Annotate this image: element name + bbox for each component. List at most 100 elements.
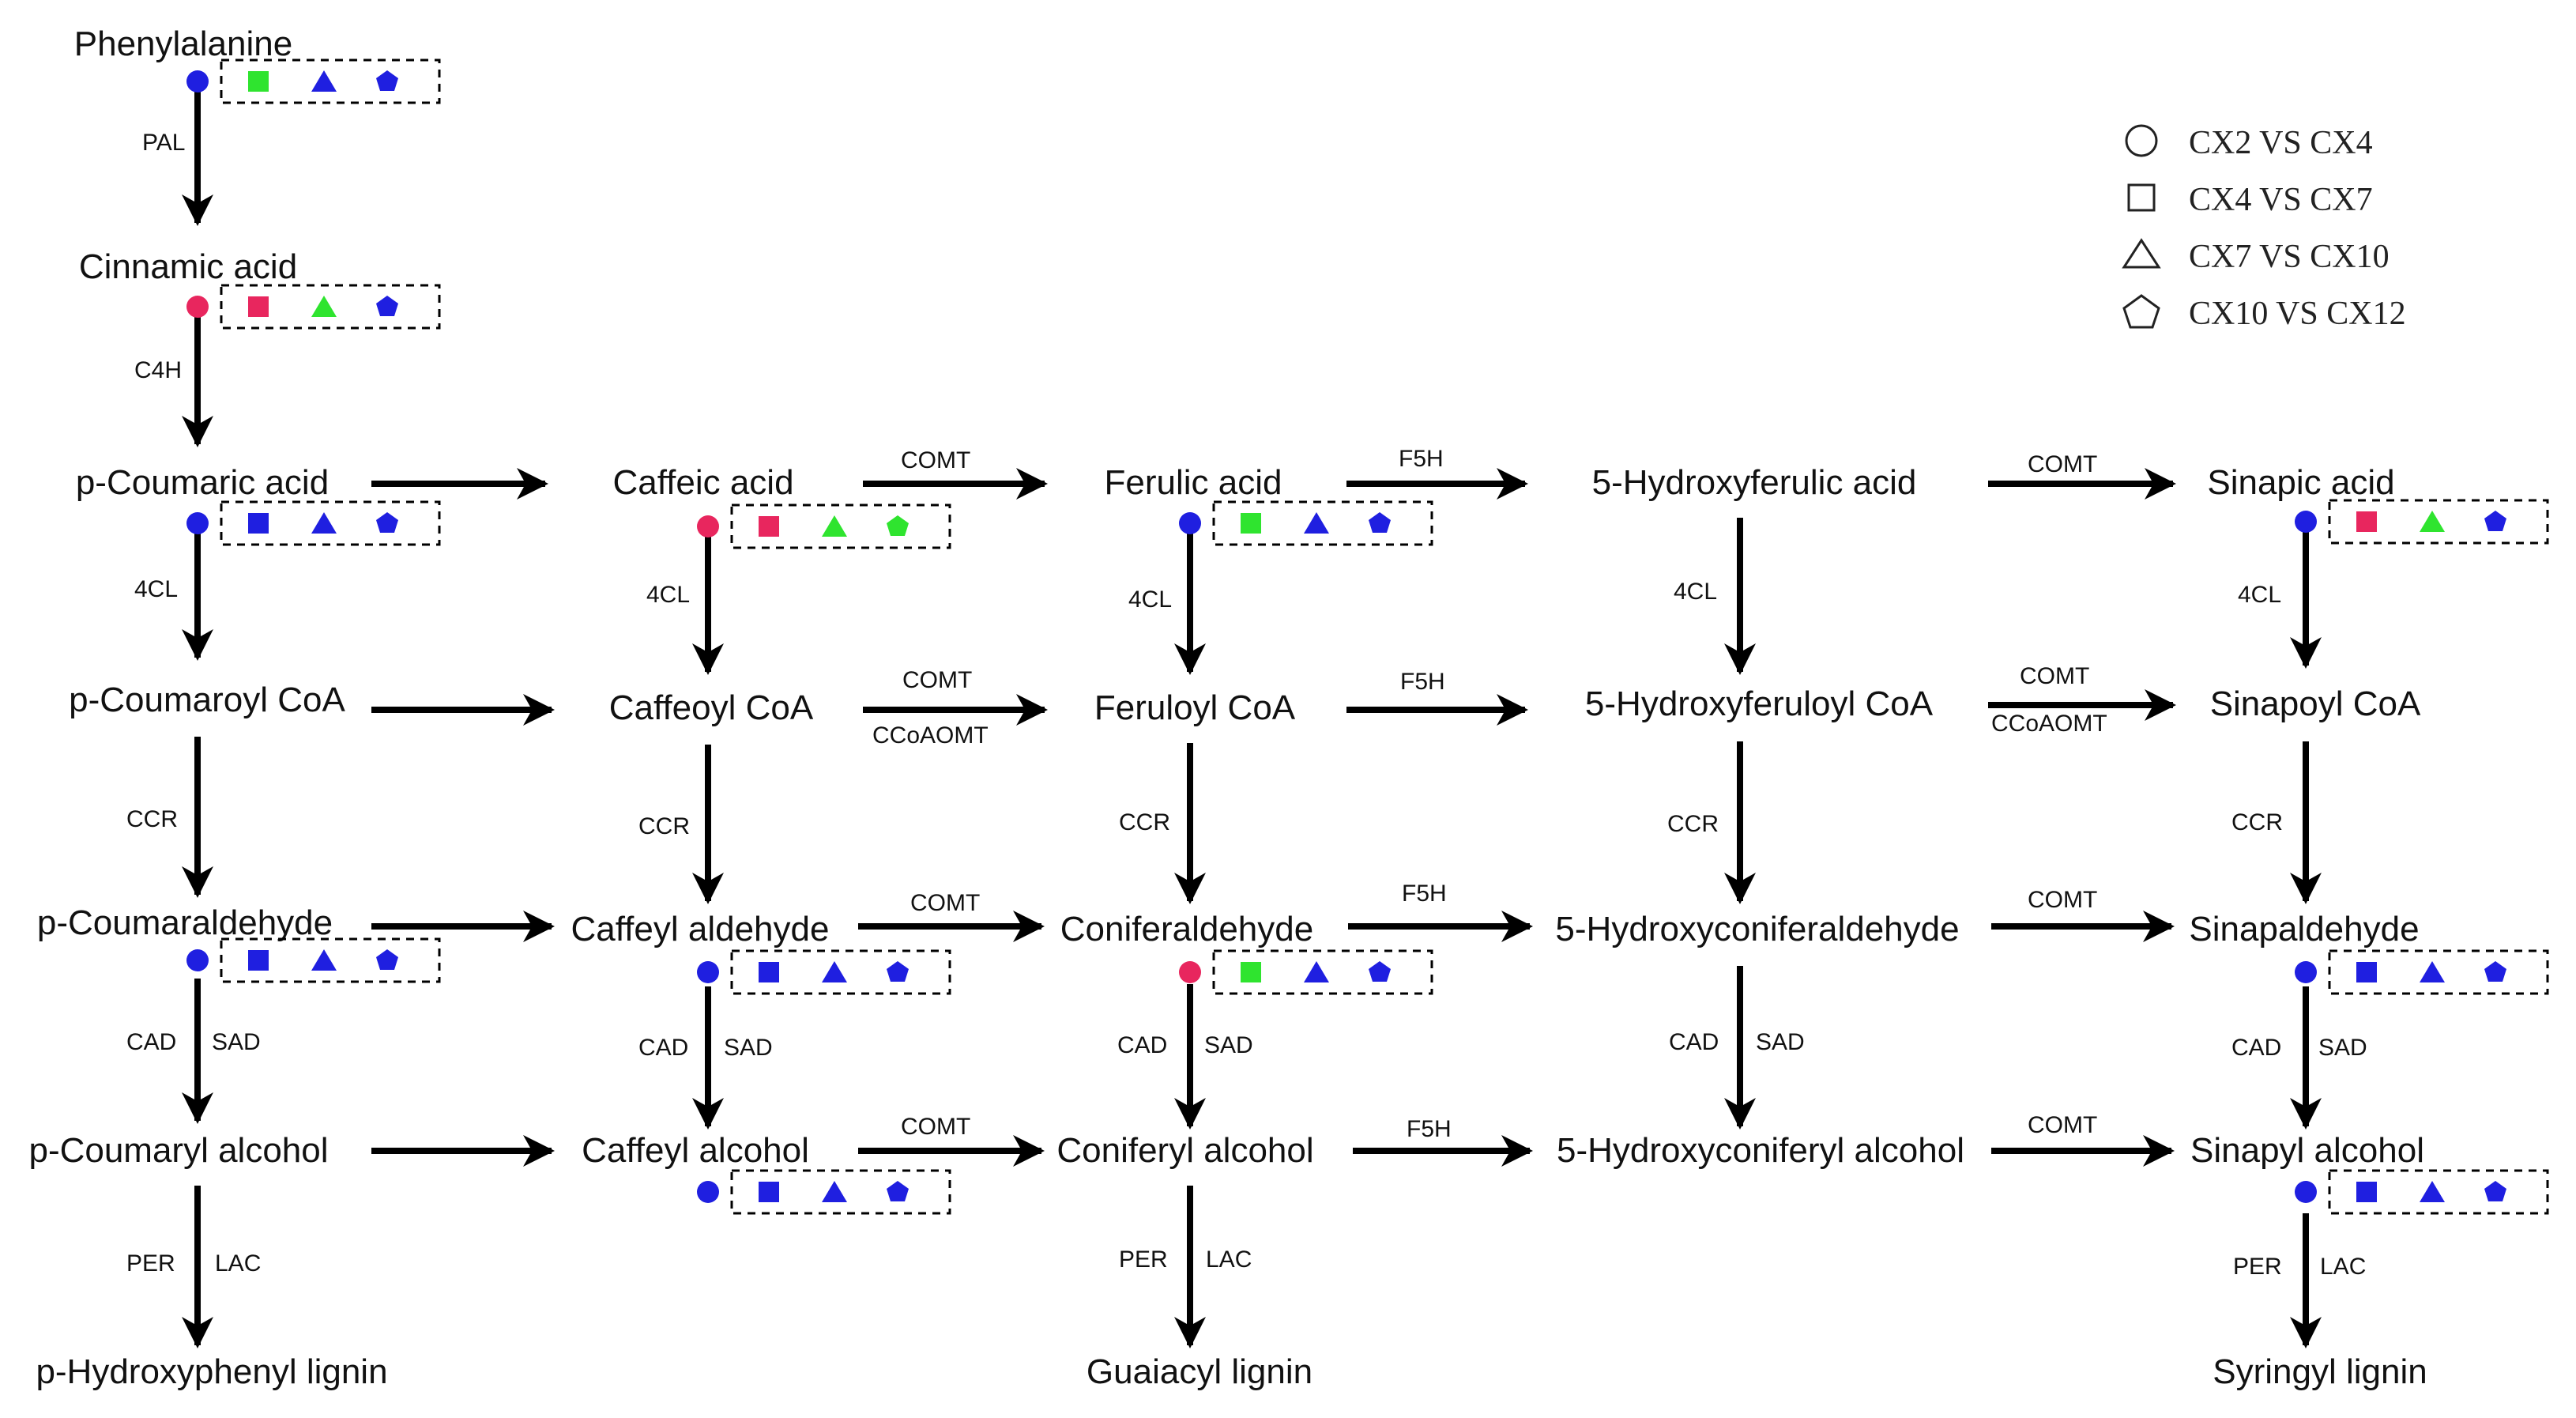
marker-square-coniferaldehyde: [1241, 962, 1261, 982]
enzyme-comt-coa-4: COMT: [2020, 663, 2089, 689]
marker-triangle-phenylalanine: [311, 70, 337, 92]
node-caffeic-acid: Caffeic acid: [612, 463, 793, 502]
marker-circle-caffeic-acid: [697, 515, 719, 537]
enzyme-cad-col3: CAD: [1117, 1032, 1167, 1058]
node-5-hydroxyferulic-acid: 5-Hydroxyferulic acid: [1592, 463, 1917, 502]
node-feruloyl-coa: Feruloyl CoA: [1094, 688, 1296, 727]
marker-circle-phenylalanine: [186, 70, 209, 92]
marker-pentagon-sinapyl-alcohol: [2484, 1181, 2506, 1201]
node-sinapyl-alcohol: Sinapyl alcohol: [2190, 1131, 2424, 1170]
enzyme-comt-acid-4: COMT: [2028, 451, 2097, 477]
marker-circle-caffeyl-aldehyde: [697, 961, 719, 983]
legend-circle-icon: [2125, 124, 2158, 157]
marker-group-caffeyl-aldehyde: [697, 949, 951, 995]
marker-box-p-coumaric-acid: [220, 500, 441, 546]
node-sinapoyl-coa: Sinapoyl CoA: [2210, 684, 2421, 723]
enzyme-ccr-col4: CCR: [1667, 811, 1719, 837]
node-coniferyl-alcohol: Coniferyl alcohol: [1056, 1131, 1313, 1170]
legend-square-icon: [2127, 183, 2156, 212]
legend-label-4: CX10 VS CX12: [2189, 296, 2406, 332]
marker-triangle-caffeyl-aldehyde: [822, 961, 847, 982]
marker-square-sinapyl-alcohol: [2356, 1182, 2377, 1202]
enzyme-f5h-acid-3: F5H: [1399, 446, 1444, 472]
marker-square-sinapaldehyde: [2356, 962, 2377, 982]
node-5-hydroxyferuloyl-coa: 5-Hydroxyferuloyl CoA: [1585, 684, 1934, 723]
marker-box-caffeyl-aldehyde: [730, 949, 951, 995]
marker-triangle-sinapaldehyde: [2420, 961, 2445, 982]
marker-triangle-coniferaldehyde: [1304, 961, 1329, 982]
marker-pentagon-p-coumaraldehyde: [376, 949, 398, 970]
marker-circle-p-coumaric-acid: [186, 512, 209, 534]
node-p-coumaraldehyde: p-Coumaraldehyde: [37, 903, 333, 942]
marker-triangle-caffeic-acid: [822, 515, 847, 537]
node-guaiacyl-lignin: Guaiacyl lignin: [1087, 1352, 1312, 1391]
marker-circle-p-coumaraldehyde: [186, 949, 209, 971]
legend-label-2: CX4 VS CX7: [2189, 182, 2373, 218]
marker-group-caffeic-acid: [697, 503, 951, 549]
enzyme-sad-col4: SAD: [1756, 1029, 1805, 1055]
marker-group-phenylalanine: [186, 58, 441, 104]
node-5-hydroxyconiferaldehyde: 5-Hydroxyconiferaldehyde: [1555, 910, 1959, 948]
node-ferulic-acid: Ferulic acid: [1105, 463, 1282, 502]
marker-group-sinapaldehyde: [2295, 949, 2549, 995]
marker-triangle-sinapic-acid: [2420, 511, 2445, 532]
enzyme-cad-col2: CAD: [638, 1035, 688, 1061]
node-sinapic-acid: Sinapic acid: [2207, 463, 2394, 502]
compound-labels: Phenylalanine Cinnamic acid p-Coumaric a…: [28, 25, 2427, 1391]
enzyme-per-col3: PER: [1119, 1246, 1168, 1273]
marker-box-caffeic-acid: [730, 503, 951, 549]
enzyme-ccoaomt-coa-2: CCoAOMT: [872, 722, 989, 749]
enzyme-sad-col5: SAD: [2318, 1035, 2367, 1061]
enzyme-per-col1: PER: [126, 1250, 175, 1277]
marker-circle-sinapic-acid: [2295, 511, 2317, 533]
marker-box-sinapaldehyde: [2328, 949, 2549, 995]
node-cinnamic-acid: Cinnamic acid: [79, 247, 297, 286]
marker-group-caffeyl-alcohol: [697, 1169, 951, 1215]
legend-triangle-icon: [2122, 238, 2161, 269]
marker-pentagon-caffeyl-alcohol: [887, 1181, 909, 1201]
marker-box-caffeyl-alcohol: [730, 1169, 951, 1215]
node-phenylalanine: Phenylalanine: [74, 25, 292, 63]
marker-square-ferulic-acid: [1241, 513, 1261, 534]
node-caffeoyl-coa: Caffeoyl CoA: [609, 688, 814, 727]
marker-group-p-coumaric-acid: [186, 500, 441, 546]
marker-triangle-p-coumaric-acid: [311, 512, 337, 534]
marker-triangle-p-coumaraldehyde: [311, 949, 337, 971]
node-sinapaldehyde: Sinapaldehyde: [2189, 910, 2419, 948]
marker-box-p-coumaraldehyde: [220, 937, 441, 983]
node-p-coumaric-acid: p-Coumaric acid: [76, 463, 329, 502]
horizontal-arrows: [371, 468, 2176, 1167]
enzyme-ccoaomt-coa-4: CCoAOMT: [1991, 711, 2107, 737]
marker-box-cinnamic-acid: [220, 284, 441, 330]
enzyme-comt-acid-2: COMT: [901, 447, 970, 473]
enzyme-f5h-ald-3: F5H: [1402, 881, 1447, 907]
marker-triangle-cinnamic-acid: [311, 296, 337, 317]
enzyme-4cl-col5: 4CL: [2238, 582, 2281, 608]
marker-pentagon-p-coumaric-acid: [376, 512, 398, 533]
marker-pentagon-cinnamic-acid: [376, 296, 398, 316]
marker-triangle-caffeyl-alcohol: [822, 1181, 847, 1202]
enzyme-4cl-col4: 4CL: [1674, 579, 1717, 605]
enzyme-comt-alc-4: COMT: [2028, 1112, 2097, 1138]
enzyme-per-col5: PER: [2233, 1254, 2282, 1280]
marker-circle-caffeyl-alcohol: [697, 1181, 719, 1203]
marker-pentagon-coniferaldehyde: [1369, 961, 1391, 982]
enzyme-4cl-col3: 4CL: [1128, 586, 1172, 613]
enzyme-4cl-col2: 4CL: [646, 582, 690, 608]
enzyme-comt-coa-2: COMT: [902, 667, 972, 693]
marker-triangle-sinapyl-alcohol: [2420, 1181, 2445, 1202]
enzyme-cad-col5: CAD: [2231, 1035, 2281, 1061]
marker-pentagon-sinapaldehyde: [2484, 961, 2506, 982]
marker-square-caffeyl-alcohol: [759, 1182, 779, 1202]
enzyme-labels: PAL C4H 4CL 4CL 4CL 4CL 4CL CCR CCR CCR …: [126, 130, 2367, 1280]
marker-box-phenylalanine: [220, 58, 441, 104]
enzyme-ccr-col2: CCR: [638, 813, 690, 839]
marker-box-sinapyl-alcohol: [2328, 1169, 2549, 1215]
enzyme-4cl-col1: 4CL: [134, 576, 178, 602]
vertical-arrows: [182, 87, 2322, 1348]
node-5-hydroxyconiferyl-alcohol: 5-Hydroxyconiferyl alcohol: [1557, 1131, 1964, 1170]
marker-circle-coniferaldehyde: [1179, 961, 1201, 983]
node-caffeyl-aldehyde: Caffeyl aldehyde: [571, 910, 830, 948]
marker-triangle-ferulic-acid: [1304, 512, 1329, 534]
